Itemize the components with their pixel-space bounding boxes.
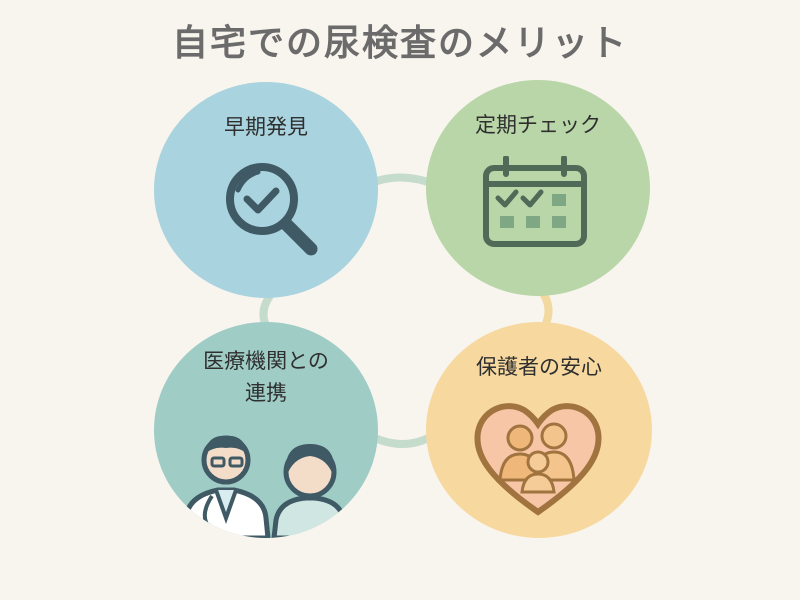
benefit-guardian-peace: 保護者の安心 — [426, 322, 652, 538]
doctor-and-patient-icon — [181, 435, 349, 538]
early-detection-label: 早期発見 — [224, 115, 308, 139]
page-title: 自宅での尿検査のメリット — [171, 23, 628, 64]
regular-check-label: 定期チェック — [475, 113, 601, 137]
guardian-peace-label: 保護者の安心 — [476, 355, 602, 379]
medical-cooperation-label-line1: 医療機関との — [203, 349, 329, 373]
family-heart-icon — [474, 403, 602, 516]
calendar-check-icon — [483, 156, 587, 247]
benefit-early-detection: 早期発見 — [154, 82, 378, 298]
benefit-regular-check: 定期チェック — [426, 80, 650, 296]
magnifier-check-icon — [226, 163, 318, 256]
medical-cooperation-label-line2: 連携 — [245, 381, 287, 405]
connector-bottom — [368, 432, 434, 448]
benefit-medical-cooperation: 医療機関との 連携 — [154, 322, 378, 538]
